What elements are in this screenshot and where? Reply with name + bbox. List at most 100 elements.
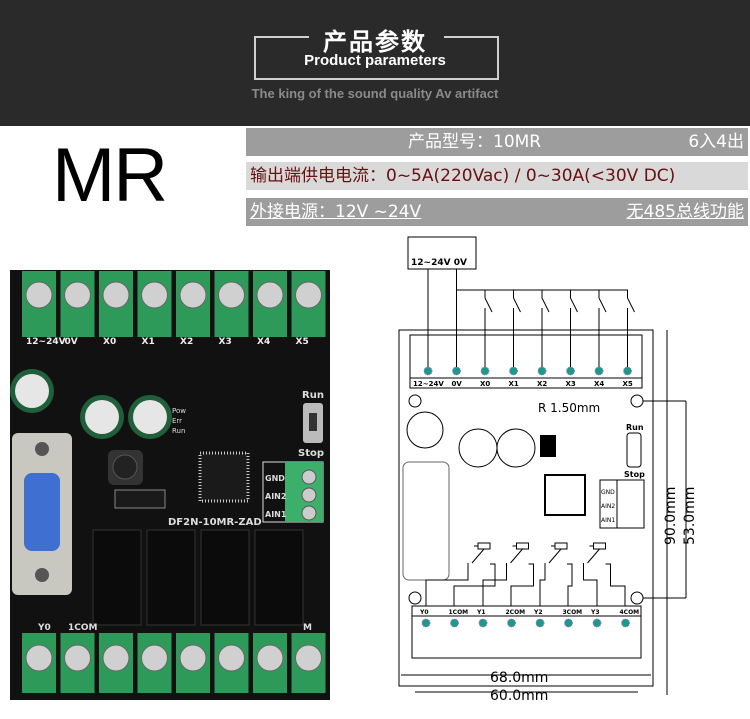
switch-footprint: [626, 432, 642, 468]
terminal-screw[interactable]: [64, 281, 91, 309]
top-terminal-label: X4: [257, 337, 270, 347]
top-terminal-label: X0: [480, 380, 490, 388]
terminal-screw[interactable]: [256, 644, 284, 672]
analog-label: GND: [601, 489, 615, 496]
relay-wire: [453, 563, 496, 606]
terminal-screw[interactable]: [218, 281, 245, 309]
power-supply-label: 12~24V 0V: [411, 258, 467, 268]
analog-label: AIN1: [265, 510, 287, 519]
analog-footprint: [599, 479, 645, 529]
terminal-screw[interactable]: [102, 281, 130, 309]
mcu-chip: [198, 451, 250, 503]
analog-label: GND: [265, 474, 285, 483]
terminal-pad: [537, 366, 547, 376]
terminal-pad: [564, 618, 573, 628]
bottom-terminal-label: 1COM: [68, 623, 98, 633]
banner-frame: [254, 36, 499, 80]
mounting-hole: [408, 394, 422, 408]
relay: [254, 529, 304, 626]
db9-port[interactable]: [24, 473, 60, 551]
board-outline: [398, 329, 654, 687]
terminal-screw[interactable]: [179, 281, 207, 309]
switch-knob: [309, 413, 317, 431]
bottom-terminal-label: 3COM: [563, 609, 583, 616]
mounting-hole: [630, 394, 644, 408]
relay-contact: [510, 548, 523, 564]
screw: [301, 487, 317, 503]
top-terminal-label: 12~24V: [26, 337, 66, 347]
terminal-screw[interactable]: [25, 281, 53, 309]
terminal-screw[interactable]: [141, 281, 168, 309]
hole-radius-label: R 1.50mm: [538, 401, 600, 415]
top-terminal-label: 0V: [452, 380, 463, 388]
mcu-footprint: [544, 474, 586, 516]
relay-wire: [539, 563, 546, 606]
top-terminal-label: X2: [180, 337, 193, 347]
spec-label: 外接电源：12V ~24V: [250, 202, 422, 222]
terminal-screw[interactable]: [295, 281, 322, 309]
relay-coil: [516, 542, 529, 550]
relay-wire: [510, 563, 534, 606]
banner-title-en: Product parameters: [304, 52, 446, 69]
relay-wire: [567, 563, 573, 606]
relay-contact: [587, 548, 600, 564]
spec-row-output-current: 输出端供电电流：0~5A(220Vac) / 0~30A(<30V DC): [246, 162, 748, 190]
top-terminal-label: X3: [219, 337, 232, 347]
terminal-screw[interactable]: [256, 281, 284, 309]
header-banner: 产品参数 Product parameters The king of the …: [0, 0, 750, 126]
relay: [92, 529, 142, 626]
terminal-pad: [421, 618, 431, 628]
relay-coil: [593, 542, 606, 550]
led-label: Err: [172, 417, 182, 425]
dim-width-outer: 68.0mm: [490, 670, 548, 686]
capacitor-top: [133, 400, 167, 434]
relay-wire: [583, 563, 598, 606]
relay: [200, 529, 250, 626]
relay-coil: [477, 542, 491, 550]
terminal-pad: [480, 366, 490, 376]
bottom-terminal-label: Y0: [37, 623, 51, 633]
relay-wire: [605, 563, 626, 606]
input-switch: [598, 297, 607, 313]
relay-contact: [471, 548, 485, 564]
relay-coil: [554, 542, 568, 550]
led-label: Run: [172, 427, 185, 435]
capacitor-outline: [458, 428, 498, 468]
analog-label: AIN1: [601, 517, 615, 524]
terminal-screw[interactable]: [102, 644, 130, 672]
terminal-screw[interactable]: [64, 644, 91, 672]
spec-row-power: 外接电源：12V ~24V 无485总线功能: [246, 198, 748, 226]
led-footprint: [540, 435, 556, 457]
top-terminal-strip: [409, 334, 643, 389]
inductor-core: [112, 454, 138, 480]
input-switch: [570, 297, 578, 313]
terminal-screw[interactable]: [141, 644, 168, 672]
bottom-terminal-label: M: [303, 623, 312, 633]
input-switch: [513, 297, 521, 313]
terminal-pad: [507, 618, 516, 628]
terminal-screw[interactable]: [179, 644, 207, 672]
spec-label: 输出端供电电流：0~5A(220Vac) / 0~30A(<30V DC): [250, 166, 676, 186]
terminal-screw[interactable]: [295, 644, 322, 672]
spec-value: 无485总线功能: [626, 202, 744, 222]
terminal-screw[interactable]: [218, 644, 245, 672]
capacitor-outline: [406, 411, 444, 449]
terminal-pad: [509, 366, 518, 376]
screw: [301, 505, 317, 521]
spec-value: 6入4出: [688, 132, 744, 152]
screw: [35, 568, 49, 582]
top-terminal-label: 12~24V: [413, 380, 444, 388]
switch-label-run: Run: [626, 423, 644, 432]
top-terminal-label: X3: [566, 380, 576, 388]
analog-label: AIN2: [265, 492, 286, 501]
terminal-pad: [423, 366, 433, 376]
capacitor-top: [85, 400, 119, 434]
terminal-screw[interactable]: [25, 644, 53, 672]
bottom-terminal-label: Y2: [533, 609, 543, 616]
relay-wire: [425, 563, 469, 606]
bottom-terminal-label: Y1: [476, 609, 486, 616]
